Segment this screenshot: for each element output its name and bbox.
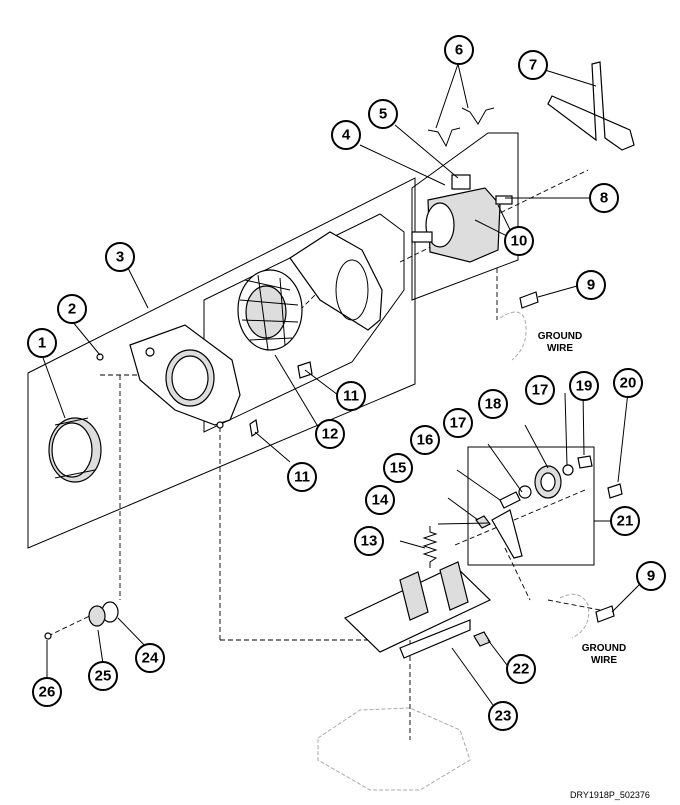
nut-part — [475, 515, 491, 529]
callout-26: 26 — [32, 677, 62, 707]
callout-10: 10 — [504, 226, 534, 256]
leader-line — [41, 63, 641, 713]
blower-housing-part — [129, 324, 241, 429]
svg-text:16: 16 — [417, 432, 434, 449]
svg-text:5: 5 — [379, 106, 387, 123]
clip-washer-part — [577, 455, 593, 469]
svg-text:22: 22 — [513, 661, 530, 678]
svg-text:24: 24 — [142, 650, 159, 667]
ground-wire-label: GROUND — [582, 643, 626, 654]
pulley-group-panel — [467, 446, 595, 566]
callout-8: 8 — [589, 183, 619, 213]
fan-shroud-part — [289, 231, 383, 331]
callout-9: 9 — [576, 270, 606, 300]
bearing-housing-part — [88, 605, 106, 627]
callout-19: 19 — [569, 371, 599, 401]
callout-18: 18 — [478, 389, 508, 419]
svg-text:4: 4 — [342, 127, 351, 144]
ground-wire-label: GROUND — [538, 331, 582, 342]
fan-wheel-part — [237, 269, 303, 351]
clip-part — [427, 127, 461, 148]
callout-6: 6 — [444, 35, 474, 65]
svg-text:11: 11 — [294, 469, 310, 486]
svg-text:15: 15 — [390, 460, 407, 477]
motor-group-panel — [411, 132, 519, 301]
callout-20: 20 — [613, 368, 643, 398]
callout-2: 2 — [57, 294, 87, 324]
callout-25: 25 — [88, 661, 118, 691]
washer-part — [562, 464, 574, 476]
motor-mount-bracket-part — [343, 561, 492, 659]
shaft-part — [499, 491, 521, 509]
callout-17: 17 — [525, 375, 555, 405]
svg-text:1: 1 — [38, 335, 46, 352]
svg-text:2: 2 — [68, 301, 76, 318]
callout-16: 16 — [410, 425, 440, 455]
callout-12: 12 — [315, 419, 345, 449]
nut-part — [473, 631, 491, 647]
svg-text:20: 20 — [620, 375, 637, 392]
callout-11: 11 — [287, 462, 317, 492]
callout-7: 7 — [518, 50, 548, 80]
svg-text:6: 6 — [455, 42, 463, 59]
drum-ring-part — [48, 417, 102, 483]
screw-part — [249, 418, 259, 438]
callout-11: 11 — [336, 381, 366, 411]
svg-text:8: 8 — [600, 190, 608, 207]
spring-part — [422, 526, 438, 568]
housing-group-panel — [27, 177, 416, 549]
svg-text:19: 19 — [576, 378, 593, 395]
svg-text:10: 10 — [511, 233, 528, 250]
idler-arm-part — [491, 509, 523, 559]
belt-part — [547, 61, 635, 151]
callout-9: 9 — [636, 561, 666, 591]
callout-3: 3 — [105, 242, 135, 272]
svg-text:25: 25 — [95, 668, 112, 685]
svg-text:3: 3 — [116, 249, 124, 266]
svg-text:23: 23 — [495, 708, 512, 725]
callout-15: 15 — [383, 453, 413, 483]
svg-text:11: 11 — [343, 388, 359, 405]
callout-22: 22 — [506, 654, 536, 684]
svg-text:21: 21 — [617, 513, 634, 530]
ground-screw-part — [519, 291, 539, 309]
ground-wire-part — [559, 593, 590, 639]
svg-text:26: 26 — [39, 684, 56, 701]
svg-text:13: 13 — [361, 533, 378, 550]
svg-text:17: 17 — [450, 415, 467, 432]
dryer-base-ghost — [317, 707, 471, 791]
ground-wire-label: WIRE — [547, 343, 573, 354]
svg-text:14: 14 — [372, 492, 389, 509]
reference-code: DRY1918P_502376 — [570, 790, 650, 800]
washer-part — [518, 485, 532, 499]
callout-5: 5 — [368, 99, 398, 129]
callout-24: 24 — [135, 643, 165, 673]
screw-part — [44, 632, 52, 640]
ground-wire-part — [499, 311, 527, 361]
svg-text:17: 17 — [532, 382, 549, 399]
screw-part — [607, 483, 623, 499]
fan-group-panel — [203, 213, 405, 433]
svg-text:9: 9 — [587, 277, 595, 294]
callout-23: 23 — [488, 701, 518, 731]
clip-part — [461, 107, 495, 125]
motor-part — [411, 174, 513, 263]
callout-1: 1 — [27, 328, 57, 358]
svg-text:18: 18 — [485, 396, 502, 413]
ground-screw-part — [595, 605, 615, 623]
pulley-part — [540, 472, 556, 492]
callout-14: 14 — [365, 485, 395, 515]
callout-17: 17 — [443, 408, 473, 438]
svg-text:7: 7 — [529, 57, 537, 74]
screw-part — [96, 353, 104, 361]
callout-21: 21 — [610, 506, 640, 536]
callout-13: 13 — [354, 526, 384, 556]
svg-text:9: 9 — [647, 568, 655, 585]
callout-4: 4 — [331, 120, 361, 150]
ground-wire-label: WIRE — [591, 655, 617, 666]
svg-text:12: 12 — [322, 426, 339, 443]
